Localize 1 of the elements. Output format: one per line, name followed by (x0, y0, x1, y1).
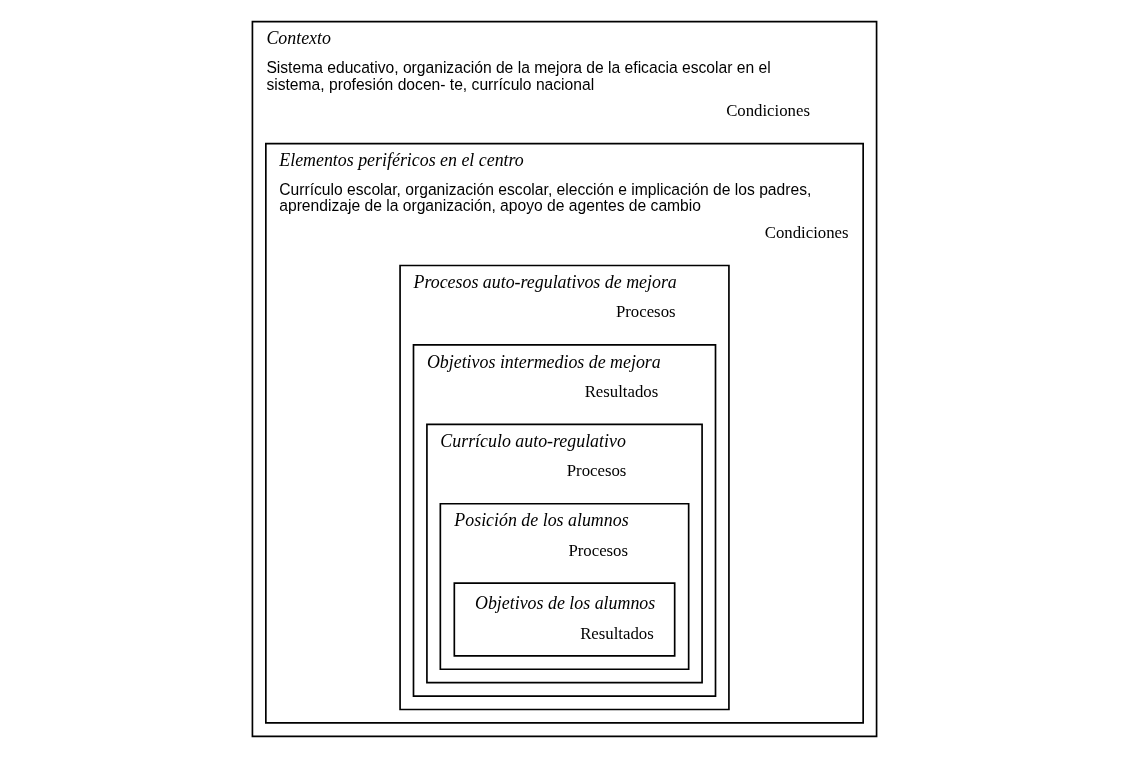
node-box: Objetivos de los alumnos Resultados (453, 582, 675, 657)
